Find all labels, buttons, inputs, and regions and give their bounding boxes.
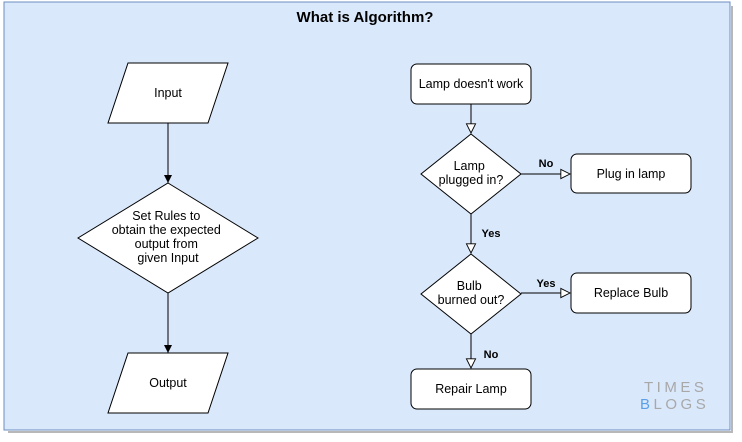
decision1-label: Lamp plugged in? [439, 159, 504, 187]
action1-box [570, 153, 692, 194]
action1-label: Plug in lamp [597, 167, 666, 181]
decision2-no-label: No [484, 349, 499, 361]
output-label: Output [149, 376, 187, 390]
action3-box [410, 368, 532, 410]
decision1-yes-label: Yes [482, 228, 501, 240]
logo-line2: BLOGS [640, 396, 709, 413]
output-parallelogram [107, 352, 229, 414]
decision1-label-line: Lamp [454, 159, 485, 173]
decision2-label-line: burned out? [438, 293, 505, 307]
action2-label: Replace Bulb [594, 286, 668, 300]
process-label-line: obtain the expected [112, 223, 221, 237]
logo-line2-rest: LOGS [654, 396, 710, 413]
diagram-title: What is Algorithm? [297, 9, 434, 26]
decision2-label: Bulb burned out? [438, 279, 505, 307]
action3-label: Repair Lamp [435, 382, 507, 396]
decision1-label-line: plugged in? [439, 173, 504, 187]
input-parallelogram [107, 62, 229, 124]
start-label: Lamp doesn't work [419, 77, 524, 91]
process-label-line: Set Rules to [132, 209, 200, 223]
diagram-frame [3, 1, 731, 431]
process-label-line: output from [135, 237, 198, 251]
logo-line2-initial: B [640, 396, 654, 413]
process-label-line: given Input [137, 251, 199, 265]
action2-box [570, 272, 692, 314]
logo-line1: TIMES [644, 379, 707, 396]
decision2-label-line: Bulb [457, 279, 482, 293]
times-blogs-logo: TIMES BLOGS [640, 379, 709, 413]
process-label: Set Rules to obtain the expected output … [112, 209, 225, 265]
decision1-no-label: No [539, 158, 554, 170]
input-label: Input [154, 86, 182, 100]
decision2-yes-label: Yes [537, 278, 556, 290]
